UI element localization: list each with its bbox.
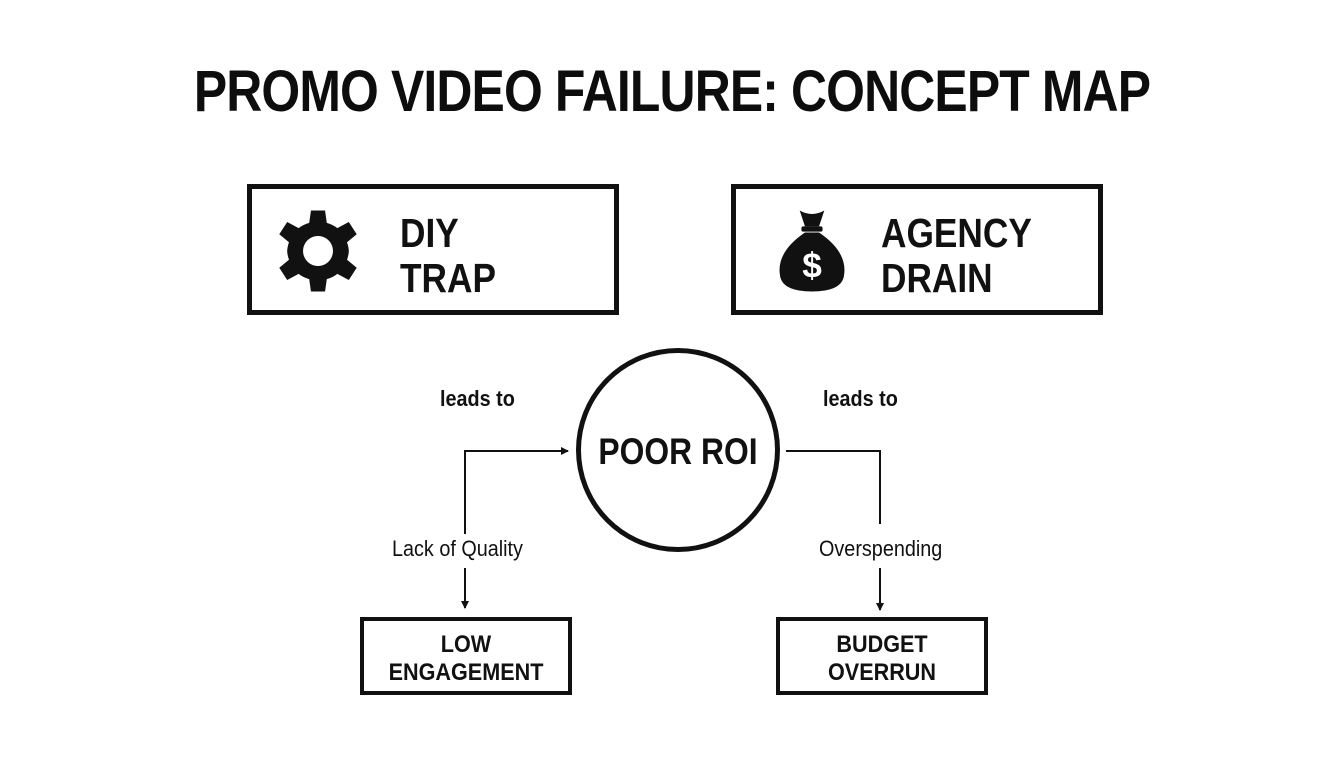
poor-roi-node: POOR ROI: [576, 348, 780, 552]
budget-overrun-label: BUDGET OVERRUN: [790, 631, 974, 687]
agency-label-line2: DRAIN: [881, 255, 993, 301]
low-engagement-line1: LOW: [440, 631, 492, 658]
agency-drain-label: AGENCY DRAIN: [881, 211, 1032, 301]
poor-roi-label: POOR ROI: [598, 431, 758, 472]
gear-icon: [279, 210, 357, 292]
agency-label-line1: AGENCY: [881, 210, 1032, 256]
edge-label-leads-to-left: leads to: [440, 386, 515, 411]
money-bag-icon: $: [779, 210, 845, 292]
diy-trap-label: DIY TRAP: [400, 211, 496, 301]
diy-trap-node: DIY TRAP: [247, 184, 619, 315]
low-engagement-node: LOW ENGAGEMENT: [360, 617, 572, 695]
low-engagement-label: LOW ENGAGEMENT: [374, 631, 558, 687]
budget-overrun-node: BUDGET OVERRUN: [776, 617, 988, 695]
edge-label-lack-of-quality: Lack of Quality: [392, 536, 523, 561]
edge-label-overspending: Overspending: [819, 536, 943, 561]
low-engagement-line2: ENGAGEMENT: [388, 659, 544, 686]
svg-text:$: $: [802, 246, 822, 285]
budget-overrun-line1: BUDGET: [836, 631, 928, 658]
diy-label-line2: TRAP: [400, 255, 496, 301]
agency-drain-node: $ AGENCY DRAIN: [731, 184, 1103, 315]
budget-overrun-line2: OVERRUN: [827, 659, 936, 686]
page-title: PROMO VIDEO FAILURE: CONCEPT MAP: [193, 59, 1151, 124]
arrow-lack-quality-to-poor-roi: [464, 447, 569, 534]
diy-label-line1: DIY: [400, 210, 459, 256]
edge-label-leads-to-right: leads to: [823, 386, 898, 411]
line-poor-roi-to-overspending: [786, 450, 881, 524]
